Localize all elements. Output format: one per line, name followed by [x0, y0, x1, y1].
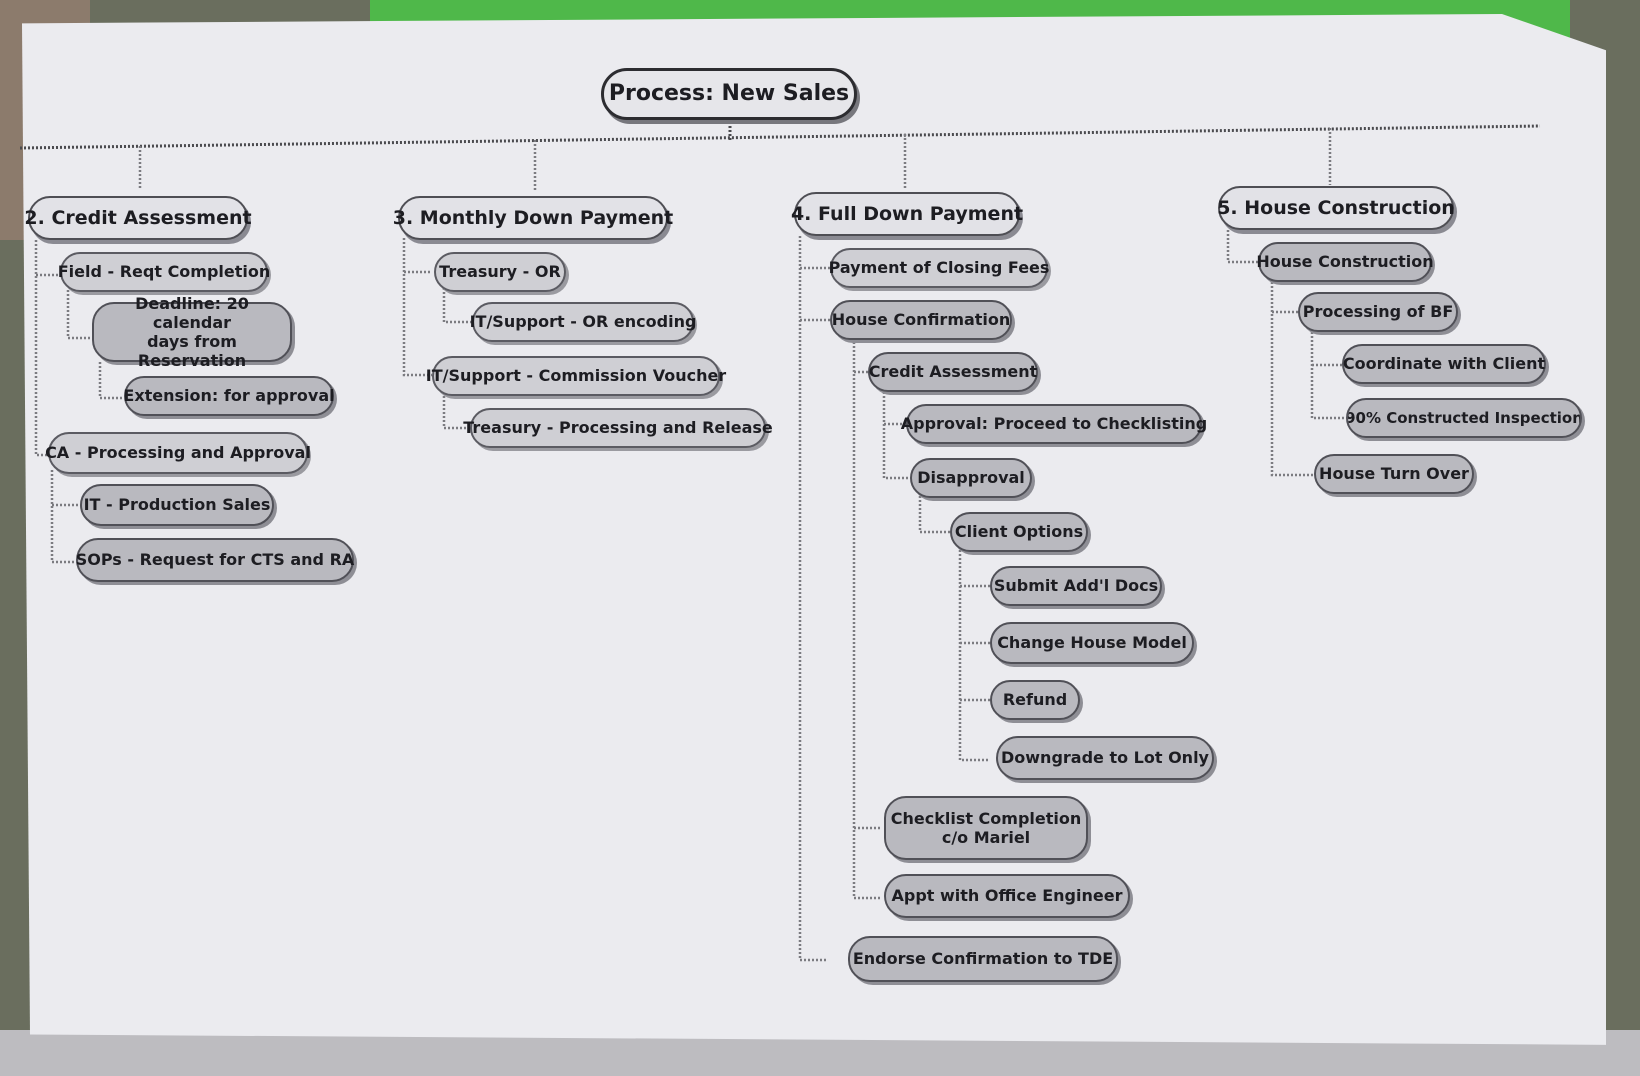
node-checklist-completion: Checklist Completion c/o Mariel: [884, 796, 1088, 860]
node-label: Field - Reqt Completion: [57, 262, 271, 282]
paper-sheet: [22, 14, 1606, 1045]
node-label: Client Options: [954, 522, 1084, 542]
column-title: 5. House Construction: [1217, 196, 1455, 219]
node-label: IT/Support - OR encoding: [469, 312, 697, 332]
node-sops-request: SOPs - Request for CTS and RA: [76, 538, 354, 582]
root-connector: [19, 118, 1541, 150]
node-label-line2: c/o Mariel: [941, 828, 1031, 847]
node-label: Credit Assessment: [868, 362, 1038, 382]
node-label: House Turn Over: [1319, 464, 1469, 484]
node-disapproval: Disapproval: [910, 458, 1032, 498]
node-client-options: Client Options: [950, 512, 1088, 552]
node-credit-assessment-sub: Credit Assessment: [868, 352, 1038, 392]
column-title: 4. Full Down Payment: [790, 202, 1024, 225]
node-coordinate-with-client: Coordinate with Client: [1342, 344, 1546, 384]
node-label-line1: Deadline: 20 calendar: [135, 293, 249, 332]
node-label: IT/Support - Commission Voucher: [425, 366, 727, 386]
node-house-confirmation: House Confirmation: [830, 300, 1012, 340]
node-refund: Refund: [990, 680, 1080, 720]
root-label: Process: New Sales: [608, 80, 850, 106]
node-appt-office-engineer: Appt with Office Engineer: [884, 874, 1130, 918]
node-deadline: Deadline: 20 calendar days from Reservat…: [92, 294, 292, 370]
column-title: 2. Credit Assessment: [24, 206, 252, 229]
node-label: CA - Processing and Approval: [45, 443, 311, 463]
node-label: 90% Constructed Inspection: [1346, 409, 1582, 427]
column-monthly-down-payment: 3. Monthly Down Payment: [393, 196, 673, 240]
node-ca-processing-approval: CA - Processing and Approval: [45, 432, 311, 474]
node-it-support-or-encoding: IT/Support - OR encoding: [469, 302, 697, 342]
node-label-line2: days from Reservation: [137, 332, 247, 371]
node-label: Appt with Office Engineer: [891, 886, 1123, 906]
node-label: Payment of Closing Fees: [828, 258, 1050, 278]
column-credit-assessment: 2. Credit Assessment: [24, 196, 252, 240]
column-title: 3. Monthly Down Payment: [392, 206, 674, 229]
node-change-house-model: Change House Model: [990, 622, 1194, 664]
node-submit-addl-docs: Submit Add'l Docs: [990, 566, 1162, 606]
node-label: Refund: [1002, 690, 1068, 710]
node-label: Processing of BF: [1302, 302, 1454, 322]
node-it-support-commission-voucher: IT/Support - Commission Voucher: [426, 356, 726, 396]
node-label: Treasury - OR: [439, 262, 561, 282]
node-label: Approval: Proceed to Checklisting: [900, 414, 1208, 434]
node-label: House Confirmation: [831, 310, 1011, 330]
column-house-construction: 5. House Construction: [1217, 186, 1455, 230]
node-approval-proceed: Approval: Proceed to Checklisting: [901, 404, 1207, 444]
node-label: Disapproval: [917, 468, 1025, 488]
col2-connectors: [34, 240, 124, 564]
node-house-turn-over: House Turn Over: [1314, 454, 1474, 494]
node-label: IT - Production Sales: [83, 495, 271, 515]
node-endorse-confirmation-tde: Endorse Confirmation to TDE: [848, 936, 1118, 982]
node-label: Change House Model: [997, 633, 1187, 653]
node-label: Submit Add'l Docs: [993, 576, 1159, 596]
node-treasury-or: Treasury - OR: [434, 252, 566, 292]
node-processing-of-bf: Processing of BF: [1298, 292, 1458, 332]
node-label: Extension: for approval: [123, 386, 335, 406]
node-label: Coordinate with Client: [1342, 354, 1546, 374]
node-extension-for-approval: Extension: for approval: [123, 376, 335, 416]
node-label: Treasury - Processing and Release: [463, 418, 773, 438]
node-label: SOPs - Request for CTS and RA: [75, 550, 355, 570]
node-payment-closing-fees: Payment of Closing Fees: [828, 248, 1050, 288]
column-drops: [138, 128, 1332, 192]
node-90-constructed-inspection: 90% Constructed Inspection: [1346, 398, 1582, 438]
node-label: Downgrade to Lot Only: [1001, 748, 1209, 768]
root-node: Process: New Sales: [601, 68, 857, 120]
col3-connectors: [402, 238, 472, 430]
node-it-production-sales: IT - Production Sales: [80, 484, 274, 526]
node-treasury-processing-release: Treasury - Processing and Release: [463, 408, 773, 448]
col5-connectors: [1226, 230, 1344, 477]
node-field-reqt-completion: Field - Reqt Completion: [57, 252, 271, 292]
node-label: House Construction: [1256, 252, 1434, 272]
node-downgrade-lot-only: Downgrade to Lot Only: [996, 736, 1214, 780]
node-label-line1: Checklist Completion: [890, 808, 1082, 828]
node-house-construction-sub: House Construction: [1256, 242, 1434, 282]
column-full-down-payment: 4. Full Down Payment: [790, 192, 1024, 236]
col4-connectors: [798, 236, 990, 962]
node-label: Endorse Confirmation to TDE: [852, 949, 1114, 969]
